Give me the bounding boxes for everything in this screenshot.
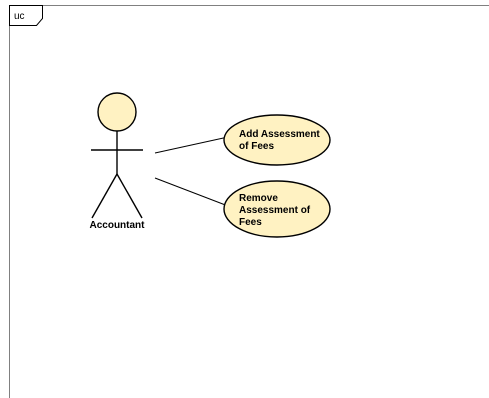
use-case-add-assessment-of-fees[interactable]: Add Assessment of Fees <box>223 114 331 166</box>
actor-name-label: Accountant <box>90 220 146 231</box>
use-case-label: Add Assessment of Fees <box>239 129 323 152</box>
association-add-assessment[interactable] <box>154 136 229 154</box>
frame-tag-box <box>9 5 43 26</box>
use-case-remove-assessment-of-fees[interactable]: Remove Assessment of Fees <box>223 180 331 238</box>
use-case-label: Remove Assessment of Fees <box>239 193 313 228</box>
actor-left-leg <box>91 173 118 219</box>
actor-right-leg <box>116 173 143 219</box>
use-case-label-line: Fees <box>239 217 262 228</box>
use-case-ellipse <box>223 180 331 238</box>
actor-accountant[interactable]: Accountant <box>90 92 146 231</box>
use-case-label-line: Add Assessment <box>239 129 320 140</box>
frame-tag-label: uc <box>14 11 25 22</box>
use-case-label-line: of Fees <box>239 141 274 152</box>
diagram-frame: uc <box>9 5 489 398</box>
use-case-label-line: Remove <box>239 193 278 204</box>
association-remove-assessment[interactable] <box>154 177 229 207</box>
actor-head <box>97 92 137 132</box>
use-case-label-line: Assessment of <box>239 205 311 216</box>
associations <box>154 136 229 207</box>
use-case-ellipse <box>223 114 331 166</box>
